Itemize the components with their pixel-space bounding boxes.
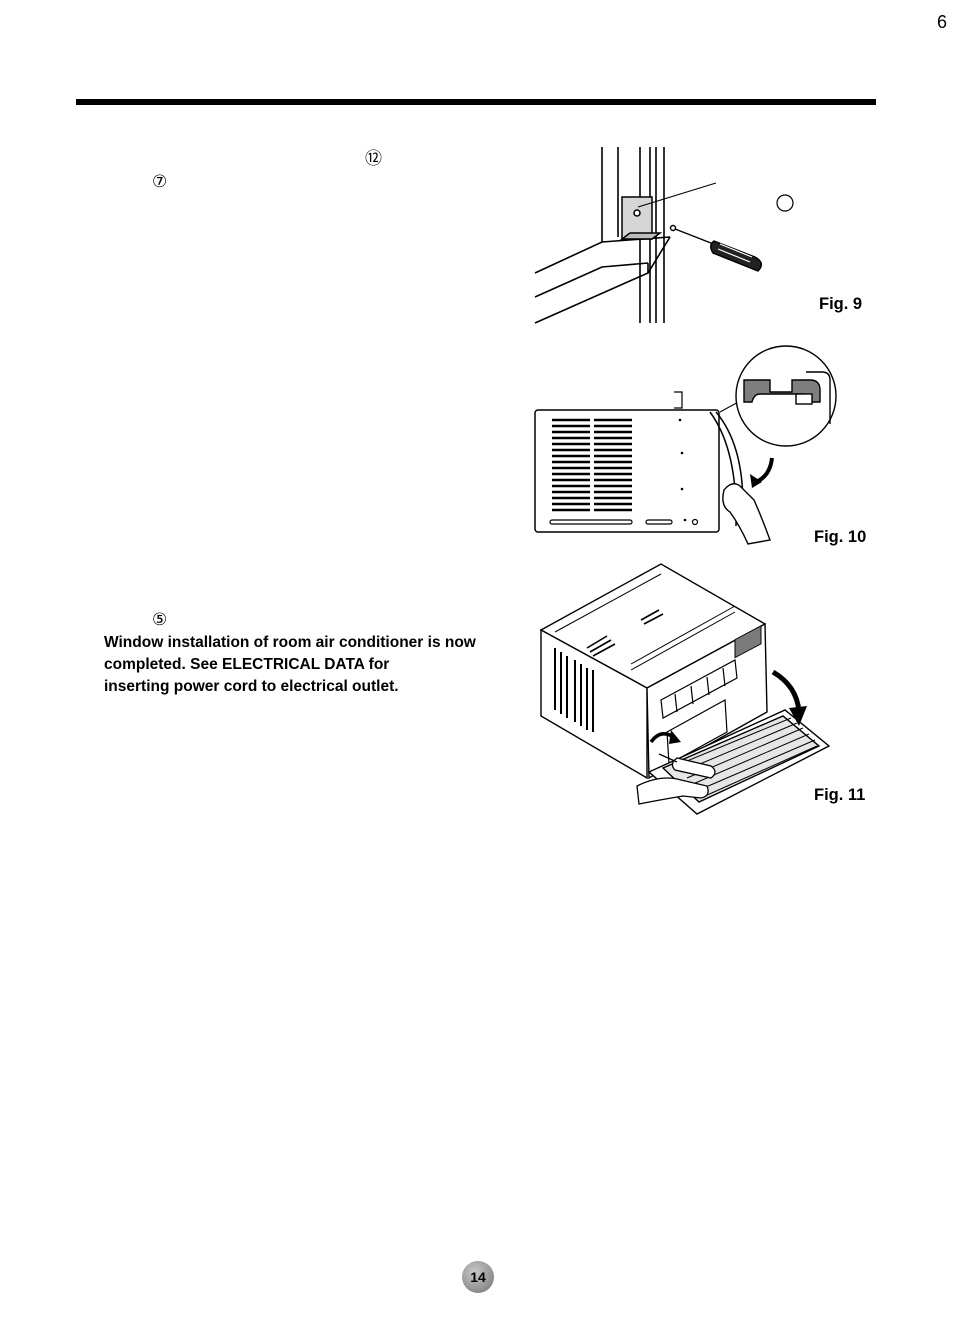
page-number-badge: 14 [462, 1261, 494, 1293]
part-callout-5: ⑤ [152, 610, 168, 630]
bracket-shape [619, 196, 663, 240]
hand-icon [636, 777, 709, 805]
corner-page-number: 6 [937, 12, 948, 32]
curved-arrow-icon [755, 457, 774, 484]
completion-note-line-1: Window installation of room air conditio… [104, 634, 476, 651]
header-rule [76, 99, 876, 105]
completion-note: Window installation of room air conditio… [104, 632, 514, 698]
completion-note-line-3: inserting power cord to electrical outle… [104, 678, 399, 695]
fig11-illustration [539, 563, 831, 815]
fig10-label: Fig. 10 [814, 528, 867, 546]
hand-icon [722, 483, 771, 545]
fig9-illustration [534, 147, 794, 324]
fig11-label: Fig. 11 [814, 786, 866, 804]
fig9-label: Fig. 9 [819, 295, 863, 313]
completion-note-line-2: completed. See ELECTRICAL DATA for [104, 656, 390, 673]
part-callout-12: ⑫ [365, 149, 382, 169]
fig10-illustration [534, 345, 837, 545]
screwdriver-icon [669, 224, 763, 272]
part-callout-7: ⑦ [152, 172, 168, 192]
curved-arrow-icon [771, 669, 802, 713]
screwdriver-icon [658, 753, 716, 779]
